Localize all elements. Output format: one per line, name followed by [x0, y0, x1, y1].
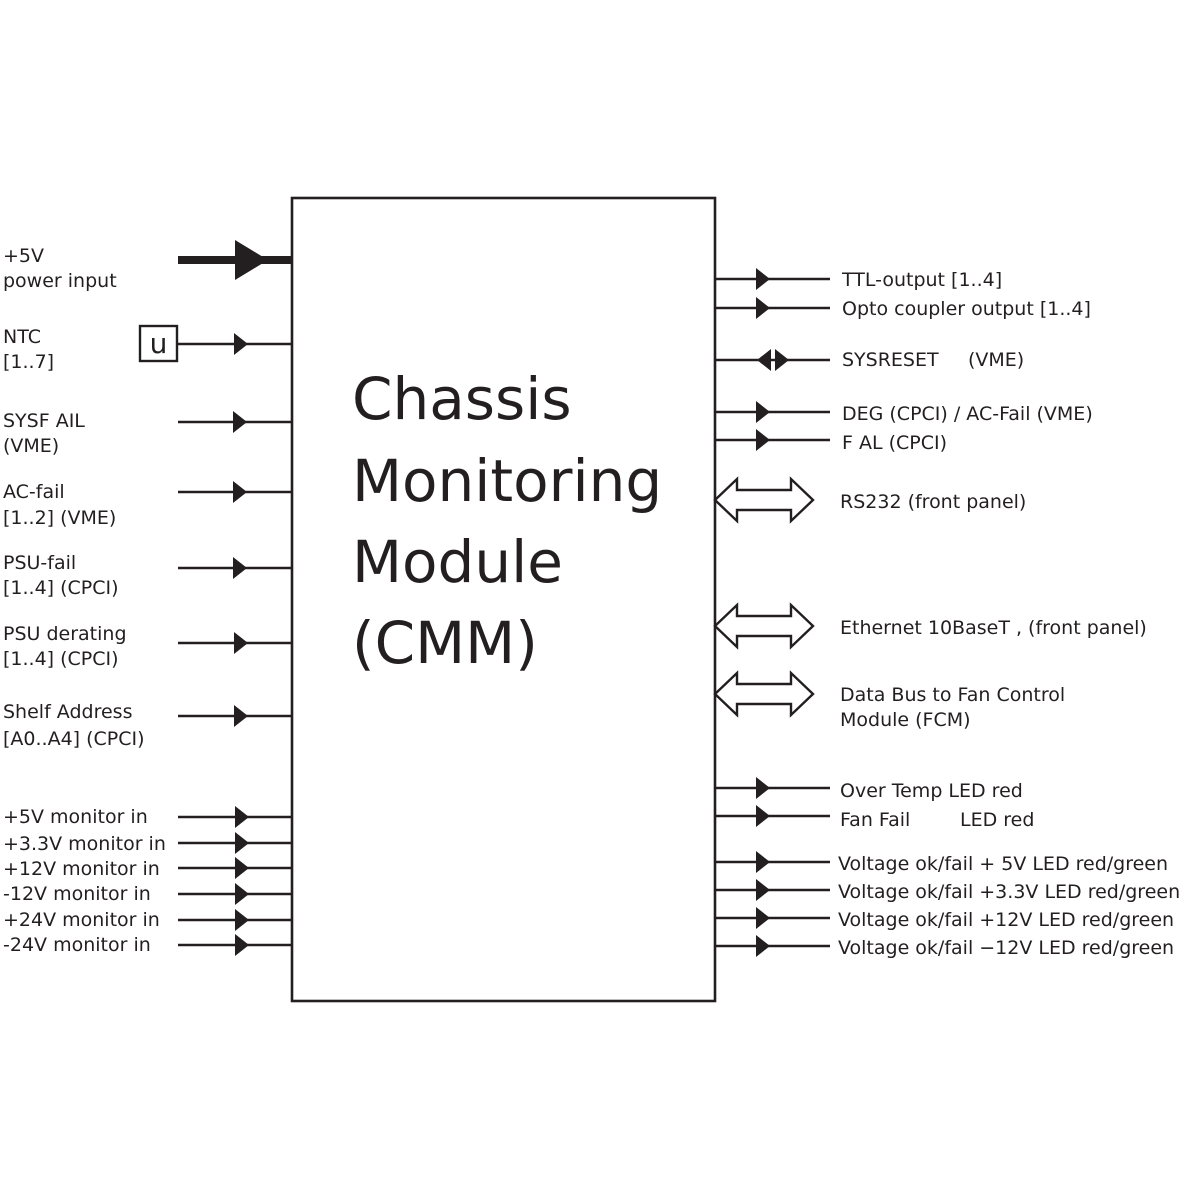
ntc-input-signal: u NTC [1..7]	[3, 324, 292, 373]
sysreset-bus-label: (VME)	[968, 349, 1024, 371]
monitor-input-label: +24V monitor in	[3, 909, 160, 931]
module-title-line-4: (CMM)	[352, 609, 538, 677]
rs232-signal: RS232 (front panel)	[713, 476, 1026, 524]
psu-fail-input-arrow-icon	[233, 557, 247, 579]
over-temp-led-arrow-icon	[756, 777, 770, 799]
voltage-led-label: Voltage ok/fail +12V LED red/green	[838, 909, 1174, 931]
ethernet-double-arrow-icon	[713, 602, 815, 650]
sysfail-label-1: SYSF AIL	[3, 410, 85, 432]
rs232-label: RS232 (front panel)	[840, 491, 1026, 513]
monitor-input-1: +3.3V monitor in	[3, 832, 292, 855]
psu-fail-label-1: PSU-fail	[3, 552, 76, 574]
shelf-address-label-1: Shelf Address	[3, 701, 132, 723]
cmm-module-box	[290, 196, 717, 1003]
ttl-output-arrow-icon	[756, 268, 770, 290]
voltage-led-arrow-icon	[756, 935, 770, 957]
ethernet-signal: Ethernet 10BaseT , (front panel)	[713, 602, 1147, 650]
ntc-label-2: [1..7]	[3, 351, 54, 373]
opto-output-signal: Opto coupler output [1..4]	[715, 297, 1091, 320]
fal-output-signal: F AL (CPCI)	[715, 429, 947, 454]
psu-derating-label-1: PSU derating	[3, 623, 127, 645]
deg-output-label: DEG (CPCI) / AC-Fail (VME)	[842, 403, 1093, 425]
voltage-led-arrow-icon	[756, 879, 770, 901]
monitor-input-arrow-icon	[235, 857, 249, 879]
monitor-input-arrow-icon	[235, 806, 249, 828]
voltage-led-output-3: Voltage ok/fail −12V LED red/green	[715, 935, 1174, 959]
shelf-address-input-signal: Shelf Address [A0..A4] (CPCI)	[3, 701, 292, 750]
voltage-led-label: Voltage ok/fail −12V LED red/green	[838, 937, 1174, 959]
sysfail-input-arrow-icon	[233, 411, 247, 433]
ntc-label-1: NTC	[3, 326, 41, 348]
ntc-sensor-symbol: u	[150, 327, 168, 360]
monitor-input-label: +12V monitor in	[3, 858, 160, 880]
deg-output-arrow-icon	[756, 401, 770, 423]
voltage-led-output-2: Voltage ok/fail +12V LED red/green	[715, 907, 1174, 931]
monitor-input-arrow-icon	[235, 909, 249, 931]
monitor-input-2: +12V monitor in	[3, 857, 292, 880]
voltage-led-output-0: Voltage ok/fail + 5V LED red/green	[715, 851, 1168, 875]
fal-output-label: F AL (CPCI)	[842, 432, 947, 454]
monitor-input-arrow-icon	[235, 934, 249, 956]
rs232-double-arrow-icon	[713, 476, 815, 524]
monitor-input-4: +24V monitor in	[3, 909, 292, 931]
monitor-input-arrow-icon	[235, 883, 249, 905]
psu-derating-input-arrow-icon	[234, 632, 248, 654]
ac-fail-label-1: AC-fail	[3, 481, 65, 503]
sysfail-label-2: (VME)	[3, 435, 59, 457]
voltage-led-arrow-icon	[756, 851, 770, 873]
shelf-address-label-2: [A0..A4] (CPCI)	[3, 728, 145, 750]
ntc-input-arrow-icon	[234, 333, 248, 355]
power-input-arrow-icon	[235, 240, 268, 280]
fan-fail-led-color-label: LED red	[960, 809, 1034, 831]
opto-output-label: Opto coupler output [1..4]	[842, 298, 1091, 320]
module-title-line-3: Module	[352, 528, 563, 596]
ttl-output-signal: TTL-output [1..4]	[715, 268, 1002, 291]
fal-output-arrow-icon	[756, 429, 770, 451]
monitor-input-3: -12V monitor in	[3, 883, 292, 905]
voltage-led-label: Voltage ok/fail + 5V LED red/green	[838, 853, 1168, 875]
opto-output-arrow-icon	[756, 297, 770, 319]
fcm-bus-label-1: Data Bus to Fan Control	[840, 684, 1065, 706]
voltage-led-output-1: Voltage ok/fail +3.3V LED red/green	[715, 879, 1180, 903]
module-title-line-2: Monitoring	[352, 447, 662, 515]
sysreset-left-arrow-icon	[757, 349, 771, 371]
psu-fail-input-signal: PSU-fail [1..4] (CPCI)	[3, 552, 292, 599]
monitor-input-arrow-icon	[235, 832, 249, 854]
sysreset-label: SYSRESET	[842, 349, 939, 371]
psu-derating-input-signal: PSU derating [1..4] (CPCI)	[3, 623, 292, 670]
voltage-led-label: Voltage ok/fail +3.3V LED red/green	[838, 881, 1180, 903]
monitor-input-label: -12V monitor in	[3, 883, 151, 905]
fan-fail-led-label: Fan Fail	[840, 809, 910, 831]
psu-derating-label-2: [1..4] (CPCI)	[3, 648, 119, 670]
ac-fail-label-2: [1..2] (VME)	[3, 507, 116, 529]
monitor-input-label: +5V monitor in	[3, 806, 148, 828]
sysfail-input-signal: SYSF AIL (VME)	[3, 410, 292, 457]
deg-output-signal: DEG (CPCI) / AC-Fail (VME)	[715, 401, 1093, 425]
power-input-label-1: +5V	[3, 245, 44, 267]
ac-fail-input-arrow-icon	[233, 481, 247, 503]
power-input-signal: +5V power input	[3, 240, 292, 292]
psu-fail-label-2: [1..4] (CPCI)	[3, 577, 119, 599]
monitor-input-label: -24V monitor in	[3, 934, 151, 956]
sysreset-right-arrow-icon	[775, 349, 789, 371]
ttl-output-label: TTL-output [1..4]	[841, 269, 1002, 291]
fcm-bus-signal: Data Bus to Fan Control Module (FCM)	[713, 670, 1065, 731]
ac-fail-input-signal: AC-fail [1..2] (VME)	[3, 481, 292, 529]
shelf-address-input-arrow-icon	[234, 705, 248, 727]
ethernet-label: Ethernet 10BaseT , (front panel)	[840, 617, 1147, 639]
voltage-led-arrow-icon	[756, 907, 770, 929]
power-input-label-2: power input	[3, 270, 117, 292]
monitor-input-5: -24V monitor in	[3, 934, 292, 956]
monitor-input-0: +5V monitor in	[3, 806, 292, 828]
fan-fail-led-arrow-icon	[756, 805, 770, 827]
sysreset-signal: SYSRESET (VME)	[715, 349, 1024, 371]
fcm-bus-label-2: Module (FCM)	[840, 709, 971, 731]
fcm-bus-double-arrow-icon	[713, 670, 815, 718]
over-temp-led-signal: Over Temp LED red	[715, 777, 1023, 802]
monitor-input-label: +3.3V monitor in	[3, 833, 166, 855]
module-title-line-1: Chassis	[352, 365, 572, 433]
fan-fail-led-signal: Fan Fail LED red	[715, 805, 1034, 831]
over-temp-led-label: Over Temp LED red	[840, 780, 1023, 802]
